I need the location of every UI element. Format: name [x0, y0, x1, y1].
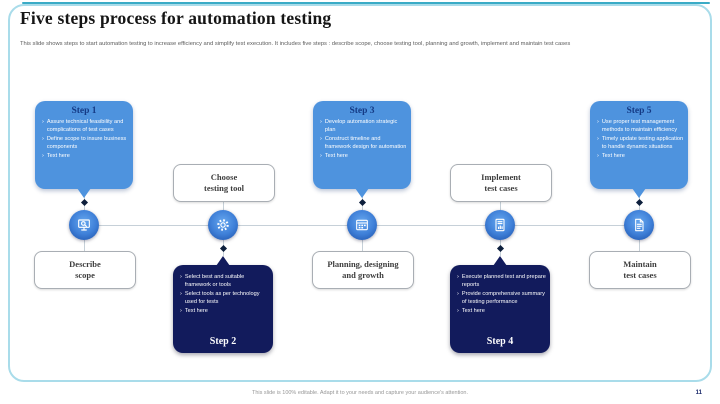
label-implement-test-cases: Implement test cases: [450, 164, 552, 202]
frame-accent-line: [22, 2, 710, 4]
bullet-item: ›Provide comprehensive summary of testin…: [457, 291, 546, 307]
step5-title: Step 5: [626, 106, 652, 116]
bullet-marker: ›: [320, 153, 322, 160]
bullet-marker: ›: [457, 308, 459, 315]
step1-bullet-list: ›Assure technical feasibility and compli…: [35, 119, 133, 161]
bullet-item: ›Develop automation strategic plan: [320, 119, 407, 135]
step2-callout: ›Select best and suitable framework or t…: [173, 256, 273, 353]
label-planning-designing-growth: Planning, designing and growth: [312, 251, 414, 289]
step4-callout: ›Execute planned test and prepare report…: [450, 256, 550, 353]
bullet-marker: ›: [457, 291, 459, 298]
label-line: Choose: [210, 171, 238, 182]
bullet-item: ›Select best and suitable framework or t…: [180, 274, 269, 290]
bullet-text: Text here: [324, 153, 348, 160]
label-line: test cases: [623, 270, 657, 280]
label-describe-scope: Describe scope: [34, 251, 136, 289]
step2-bullet-list: ›Select best and suitable framework or t…: [173, 274, 273, 316]
bullet-item: ›Execute planned test and prepare report…: [457, 274, 546, 290]
bullet-item: ›Text here: [42, 153, 129, 161]
page-title: Five steps process for automation testin…: [20, 8, 332, 28]
document-icon: [624, 210, 654, 240]
footer-note: This slide is 100% editable. Adapt it to…: [252, 390, 468, 396]
gear-icon: [208, 210, 238, 240]
label-line: Maintain: [623, 258, 657, 269]
bullet-text: Provide comprehensive summary of testing…: [461, 291, 545, 305]
bullet-text: Assure technical feasibility and complic…: [46, 119, 124, 133]
bullet-marker: ›: [597, 153, 599, 160]
page-subtitle: This slide shows steps to start automati…: [20, 41, 571, 47]
label-line: Describe: [69, 258, 101, 269]
bullet-text: Timely update testing application to han…: [601, 136, 684, 150]
bullet-marker: ›: [180, 274, 182, 280]
bullet-text: Construct timeline and framework design …: [324, 136, 407, 150]
search-monitor-icon: [69, 210, 99, 240]
bullet-item: ›Text here: [320, 153, 407, 161]
callout-tail: [77, 188, 91, 198]
bullet-text: Use proper test management methods to ma…: [601, 119, 678, 133]
report-chart-icon: [485, 210, 515, 240]
label-line: scope: [75, 270, 95, 280]
connector-line: [84, 240, 85, 251]
bullet-marker: ›: [42, 136, 44, 143]
callout-tail: [493, 256, 507, 266]
connector-line: [223, 200, 224, 210]
step4-bullet-list: ›Execute planned test and prepare report…: [450, 274, 550, 316]
bullet-marker: ›: [320, 119, 322, 125]
label-line: Planning, designing: [327, 258, 399, 269]
bullet-text: Select best and suitable framework or to…: [184, 274, 245, 288]
step1-callout: Step 1 ›Assure technical feasibility and…: [35, 101, 133, 198]
bullet-marker: ›: [180, 308, 182, 315]
step3-bullet-list: ›Develop automation strategic plan ›Cons…: [313, 119, 411, 161]
step3-callout: Step 3 ›Develop automation strategic pla…: [313, 101, 411, 198]
bullet-item: ›Select tools as per technology used for…: [180, 291, 269, 307]
step2-title: Step 2: [209, 336, 237, 347]
bullet-marker: ›: [320, 136, 322, 143]
label-line: Implement: [481, 171, 521, 182]
bullet-marker: ›: [42, 119, 44, 125]
step4-title: Step 4: [486, 336, 514, 347]
bullet-marker: ›: [597, 136, 599, 143]
label-choose-testing-tool: Choose testing tool: [173, 164, 275, 202]
page-number: 11: [695, 390, 702, 396]
bullet-item: ›Assure technical feasibility and compli…: [42, 119, 129, 135]
bullet-item: ›Timely update testing application to ha…: [597, 136, 684, 152]
bullet-item: ›Use proper test management methods to m…: [597, 119, 684, 135]
step3-title: Step 3: [349, 106, 375, 116]
bullet-marker: ›: [42, 153, 44, 160]
bullet-marker: ›: [457, 274, 459, 280]
callout-tail: [355, 188, 369, 198]
connector-line: [500, 200, 501, 210]
bullet-text: Execute planned test and prepare reports: [461, 274, 546, 288]
slide-frame: [8, 4, 712, 382]
bullet-item: ›Construct timeline and framework design…: [320, 136, 407, 152]
bullet-text: Select tools as per technology used for …: [184, 291, 260, 305]
step5-bullet-list: ›Use proper test management methods to m…: [590, 119, 688, 161]
bullet-marker: ›: [180, 291, 182, 298]
bullet-text: Text here: [184, 308, 208, 315]
connector-line: [362, 240, 363, 251]
bullet-text: Define scope to insure business componen…: [46, 136, 127, 150]
label-line: and growth: [342, 270, 384, 280]
bullet-item: ›Text here: [457, 308, 546, 316]
label-line: test cases: [484, 183, 518, 193]
bullet-text: Text here: [461, 308, 485, 315]
bullet-item: ›Text here: [597, 153, 684, 161]
planning-calendar-icon: [347, 210, 377, 240]
label-line: testing tool: [204, 183, 244, 193]
connector-line: [639, 240, 640, 251]
bullet-marker: ›: [597, 119, 599, 125]
step1-title: Step 1: [71, 106, 97, 116]
callout-tail: [632, 188, 646, 198]
bullet-item: ›Text here: [180, 308, 269, 316]
bullet-text: Text here: [601, 153, 625, 160]
bullet-text: Develop automation strategic plan: [324, 119, 398, 133]
bullet-item: ›Define scope to insure business compone…: [42, 136, 129, 152]
bullet-text: Text here: [46, 153, 70, 160]
label-maintain-test-cases: Maintain test cases: [589, 251, 691, 289]
callout-tail: [216, 256, 230, 266]
step5-callout: Step 5 ›Use proper test management metho…: [590, 101, 688, 198]
